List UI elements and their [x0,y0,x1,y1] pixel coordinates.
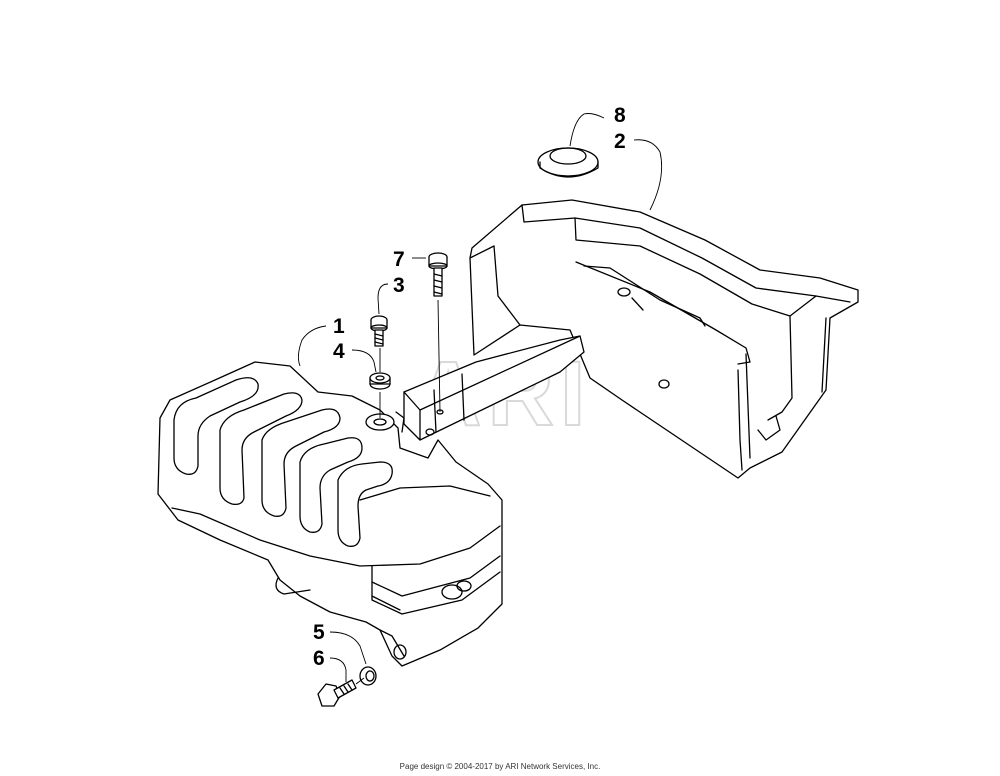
callout-5[interactable]: 5 [313,621,325,644]
long-bolt-part [428,252,448,415]
washer-part [359,666,377,686]
rear-shield-part [403,199,859,479]
short-bolt-part [370,315,388,372]
callout-1[interactable]: 1 [333,315,345,338]
callout-4[interactable]: 4 [333,340,345,363]
callout-labels: 8 2 7 3 1 4 5 6 [313,104,626,670]
grommet-part [537,147,599,178]
spacer-part [369,372,391,418]
bottom-bolt-part [317,677,365,707]
muffler-shield-part [157,361,503,667]
callout-7[interactable]: 7 [393,248,405,271]
leader-lines [297,113,663,682]
callout-8[interactable]: 8 [614,104,626,127]
callout-3[interactable]: 3 [393,274,405,297]
callout-2[interactable]: 2 [614,130,626,153]
callout-6[interactable]: 6 [313,647,325,670]
copyright-footer: Page design © 2004-2017 by ARI Network S… [399,762,601,771]
